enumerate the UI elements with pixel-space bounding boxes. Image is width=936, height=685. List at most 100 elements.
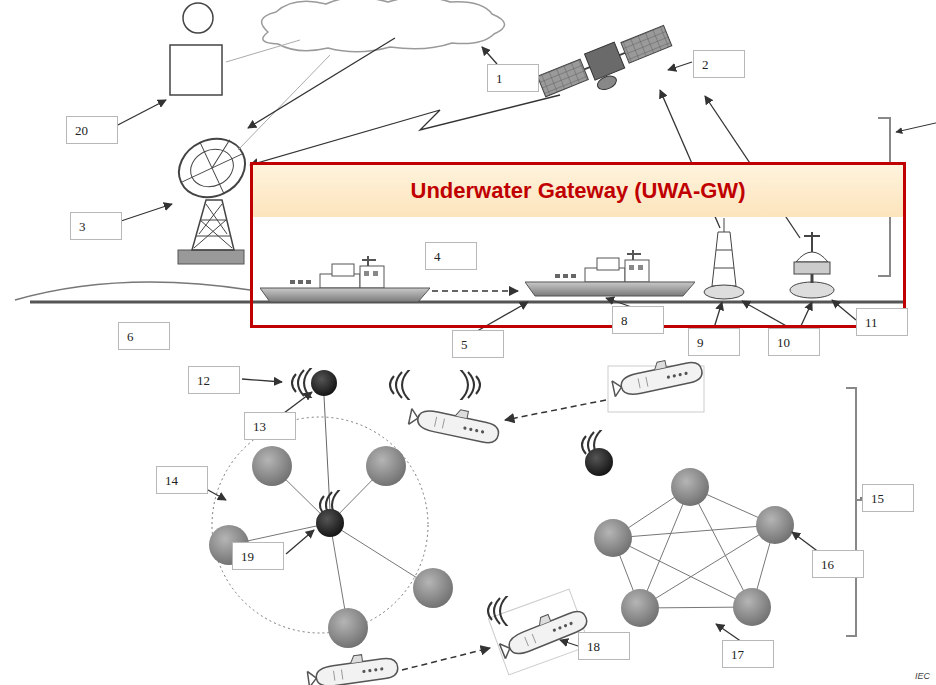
illustration-path xyxy=(714,218,734,268)
illustration-rect xyxy=(537,59,588,97)
illustration-line xyxy=(112,100,166,128)
illustration-rect xyxy=(488,589,589,675)
illustration-path xyxy=(712,232,736,286)
illustration-line xyxy=(690,487,752,607)
illustration-line xyxy=(613,525,775,538)
illustration-line xyxy=(896,122,936,132)
illustration-line xyxy=(640,487,690,608)
illustration-line xyxy=(742,301,790,328)
gateway-region: Underwater Gateway (UWA-GW) xyxy=(250,162,906,328)
callout-number: 11 xyxy=(856,308,908,336)
illustration-line xyxy=(432,290,518,292)
callout-number: 20 xyxy=(66,116,118,144)
illustration-ellipse xyxy=(704,285,744,299)
illustration-rect xyxy=(794,262,830,274)
illustration-line xyxy=(238,55,330,150)
illustration-circle xyxy=(756,506,794,544)
illustration-use xyxy=(260,256,430,302)
illustration-g xyxy=(704,218,744,299)
illustration-circle xyxy=(366,446,406,486)
illustration-path xyxy=(846,388,868,636)
illustration-line xyxy=(226,40,300,62)
callout-number: 2 xyxy=(693,50,745,78)
illustration-use xyxy=(460,369,480,401)
callout-number: 3 xyxy=(70,212,122,240)
illustration-circle xyxy=(594,519,632,557)
illustration-ellipse xyxy=(790,282,834,298)
watermark: IEC xyxy=(915,671,930,681)
illustration-rect xyxy=(621,25,672,63)
callout-number: 10 xyxy=(768,328,820,356)
illustration-g xyxy=(306,650,399,685)
illustration-line xyxy=(714,302,722,328)
illustration-circle xyxy=(585,448,613,476)
illustration-path xyxy=(262,0,505,52)
region-title: Underwater Gateway (UWA-GW) xyxy=(253,165,903,217)
callout-number: 12 xyxy=(188,366,240,394)
callout-number: 13 xyxy=(244,412,296,440)
callout-number: 14 xyxy=(156,466,208,494)
illustration-line xyxy=(832,300,856,320)
illustration-g xyxy=(408,400,502,445)
illustration-line xyxy=(800,302,812,328)
illustration-g xyxy=(594,468,794,627)
illustration-path xyxy=(15,282,250,300)
callout-number: 17 xyxy=(722,640,774,668)
illustration-line xyxy=(286,530,314,554)
callout-number: 15 xyxy=(862,484,914,512)
illustration-use xyxy=(525,250,695,296)
illustration-path xyxy=(250,95,560,165)
illustration-line xyxy=(402,648,490,670)
illustration-line xyxy=(505,400,606,420)
illustration-g xyxy=(112,47,872,646)
illustration-rect xyxy=(178,250,244,264)
illustration-g xyxy=(790,232,834,298)
callout-number: 18 xyxy=(578,632,630,660)
illustration-line xyxy=(248,38,395,128)
callout-number: 19 xyxy=(232,542,284,570)
illustration-line xyxy=(668,62,692,70)
illustration-g xyxy=(496,602,590,661)
illustration-line xyxy=(242,379,282,382)
callout-number: 1 xyxy=(487,64,539,92)
illustration-circle xyxy=(252,446,292,486)
illustration-g xyxy=(536,23,677,112)
callout-number: 16 xyxy=(812,550,864,578)
illustration-line xyxy=(482,47,497,64)
illustration-use xyxy=(496,602,590,661)
illustration-line xyxy=(811,274,814,283)
illustration-use xyxy=(390,369,410,401)
callout-number: 6 xyxy=(118,322,170,350)
callout-number: 8 xyxy=(612,306,664,334)
illustration-use xyxy=(306,650,399,685)
illustration-line xyxy=(560,640,578,646)
callout-number: 5 xyxy=(452,330,504,358)
illustration-circle xyxy=(733,588,771,626)
illustration-circle xyxy=(183,3,213,33)
illustration-circle xyxy=(316,509,344,537)
illustration-path xyxy=(194,204,232,248)
illustration-use xyxy=(488,595,508,627)
illustration-path xyxy=(796,252,828,262)
illustration-line xyxy=(324,396,330,510)
illustration-g xyxy=(209,446,453,648)
illustration-circle xyxy=(311,370,337,396)
illustration-rect xyxy=(585,42,625,80)
illustration-line xyxy=(30,301,905,304)
illustration-circle xyxy=(328,608,368,648)
illustration-use xyxy=(408,400,502,445)
illustration-ellipse xyxy=(595,73,618,92)
illustration-g xyxy=(610,353,704,398)
illustration-circle xyxy=(212,417,428,633)
callout-number: 9 xyxy=(688,328,740,356)
illustration-circle xyxy=(413,568,453,608)
callout-number: 4 xyxy=(425,242,477,270)
illustration-path xyxy=(169,128,254,207)
illustration-g xyxy=(229,466,433,628)
illustration-rect xyxy=(170,45,222,95)
illustration-use xyxy=(610,353,704,398)
illustration-path xyxy=(804,232,820,252)
illustration-circle xyxy=(621,589,659,627)
illustration-circle xyxy=(671,468,709,506)
